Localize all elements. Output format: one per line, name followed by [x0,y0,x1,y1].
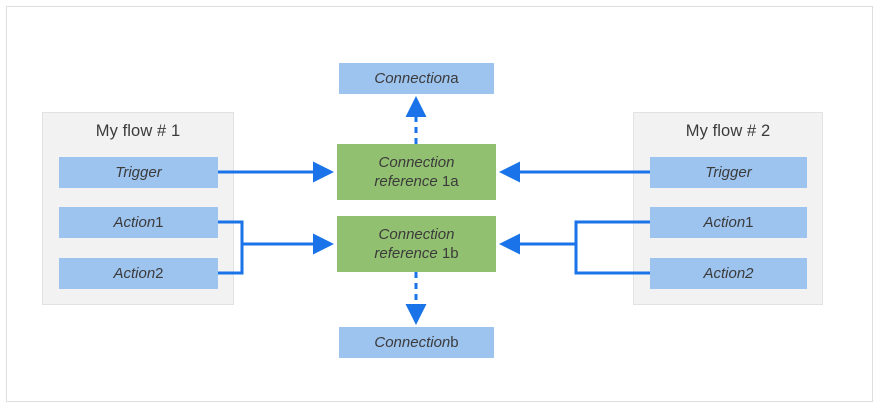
flow-2-step-trigger[interactable]: Trigger [650,157,807,188]
flow-2-action-1-label-italic: Action [703,214,746,231]
connection-reference-1a-line2-italic: reference [374,173,438,190]
connection-b-label-regular: b [450,334,459,351]
flow-2-action-1-label-regular: 1 [745,214,754,231]
connection-a-label-regular: a [450,70,459,87]
connection-reference-1a[interactable]: Connection reference 1a [337,144,496,200]
flow-1-trigger-label-italic: Trigger [115,164,162,181]
flow-1-action-1-label-regular: 1 [155,214,164,231]
flow-1-title: My flow # 1 [95,122,181,140]
connection-b-label-italic: Connection [374,334,451,351]
connection-reference-1a-line2-regular: 1a [437,173,459,190]
flow-1-action-1-label-italic: Action [113,214,156,231]
connection-a-label-italic: Connection [374,70,451,87]
connection-b[interactable]: Connection b [339,327,494,358]
flow-2-trigger-label-italic: Trigger [705,164,752,181]
connection-a[interactable]: Connection a [339,63,494,94]
flow-2-step-action-1[interactable]: Action 1 [650,207,807,238]
flow-2-title: My flow # 2 [685,122,771,140]
connection-reference-1b-line2-italic: reference [374,245,438,262]
flow-2-action-2-label-italic: Action2 [703,265,754,282]
flow-1-step-action-1[interactable]: Action 1 [59,207,218,238]
flow-1-step-trigger[interactable]: Trigger [59,157,218,188]
connection-reference-1b-line2-regular: 1b [437,245,459,262]
flow-1-action-2-label-regular: 2 [155,265,164,282]
connection-reference-1b-line1: Connection [378,226,455,243]
flow-1-step-action-2[interactable]: Action 2 [59,258,218,289]
connection-reference-1a-line1: Connection [378,154,455,171]
connection-reference-1b[interactable]: Connection reference 1b [337,216,496,272]
flow-2-step-action-2[interactable]: Action2 [650,258,807,289]
flow-1-action-2-label-italic: Action [113,265,156,282]
